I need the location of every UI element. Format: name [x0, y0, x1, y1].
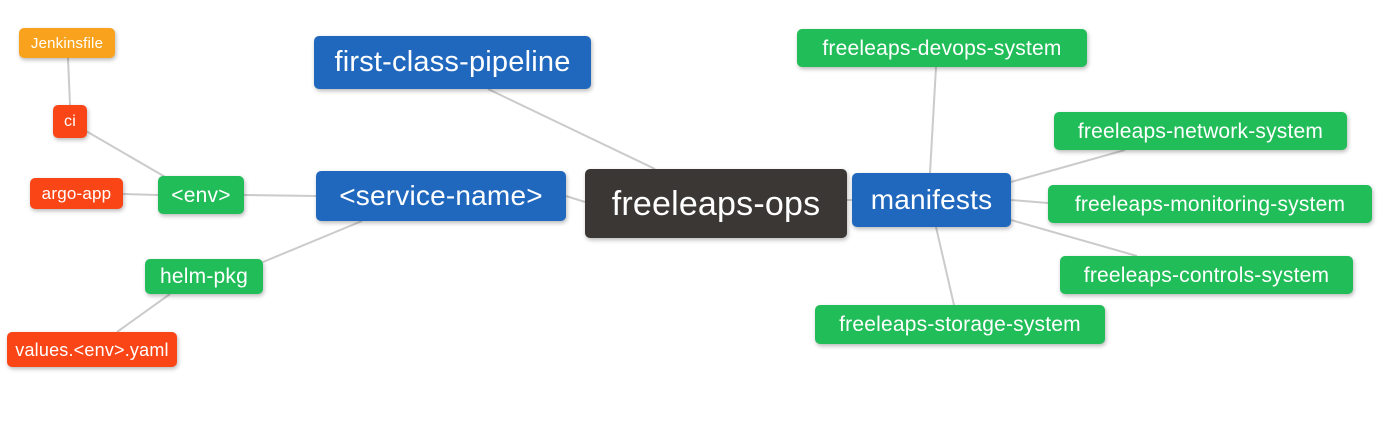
edge-devops-system-to-manifests: [929, 66, 937, 174]
edge-argo-app-to-env: [122, 193, 159, 196]
node-network-system[interactable]: freeleaps-network-system: [1054, 112, 1347, 150]
edge-jenkinsfile-to-ci: [67, 57, 71, 106]
node-freeleaps-ops[interactable]: freeleaps-ops: [585, 169, 847, 238]
node-manifests[interactable]: manifests: [852, 173, 1011, 227]
node-helm-pkg[interactable]: helm-pkg: [145, 259, 263, 294]
edge-service-name-to-freeleaps-ops: [565, 195, 586, 203]
node-ci[interactable]: ci: [53, 105, 87, 138]
edge-values-env-yaml-to-helm-pkg: [116, 293, 171, 333]
edge-manifests-to-storage-system: [935, 226, 955, 306]
edge-env-to-service-name: [243, 194, 317, 197]
edge-helm-pkg-to-service-name: [262, 220, 363, 263]
node-values-env-yaml[interactable]: values.<env>.yaml: [7, 332, 177, 367]
node-argo-app[interactable]: argo-app: [30, 178, 123, 209]
node-controls-system[interactable]: freeleaps-controls-system: [1060, 256, 1353, 294]
node-env[interactable]: <env>: [158, 176, 244, 214]
node-first-class-pipeline[interactable]: first-class-pipeline: [314, 36, 591, 89]
edge-manifests-to-controls-system: [1010, 219, 1138, 257]
node-monitoring-system[interactable]: freeleaps-monitoring-system: [1048, 185, 1372, 223]
node-storage-system[interactable]: freeleaps-storage-system: [815, 305, 1105, 344]
node-devops-system[interactable]: freeleaps-devops-system: [797, 29, 1087, 67]
edge-first-class-pipeline-to-freeleaps-ops: [487, 88, 656, 170]
edge-manifests-to-monitoring-system: [1010, 199, 1049, 204]
edge-ci-to-env: [85, 130, 168, 179]
node-jenkinsfile[interactable]: Jenkinsfile: [19, 28, 115, 58]
edge-manifests-to-network-system: [1010, 149, 1126, 183]
node-service-name[interactable]: <service-name>: [316, 171, 566, 221]
